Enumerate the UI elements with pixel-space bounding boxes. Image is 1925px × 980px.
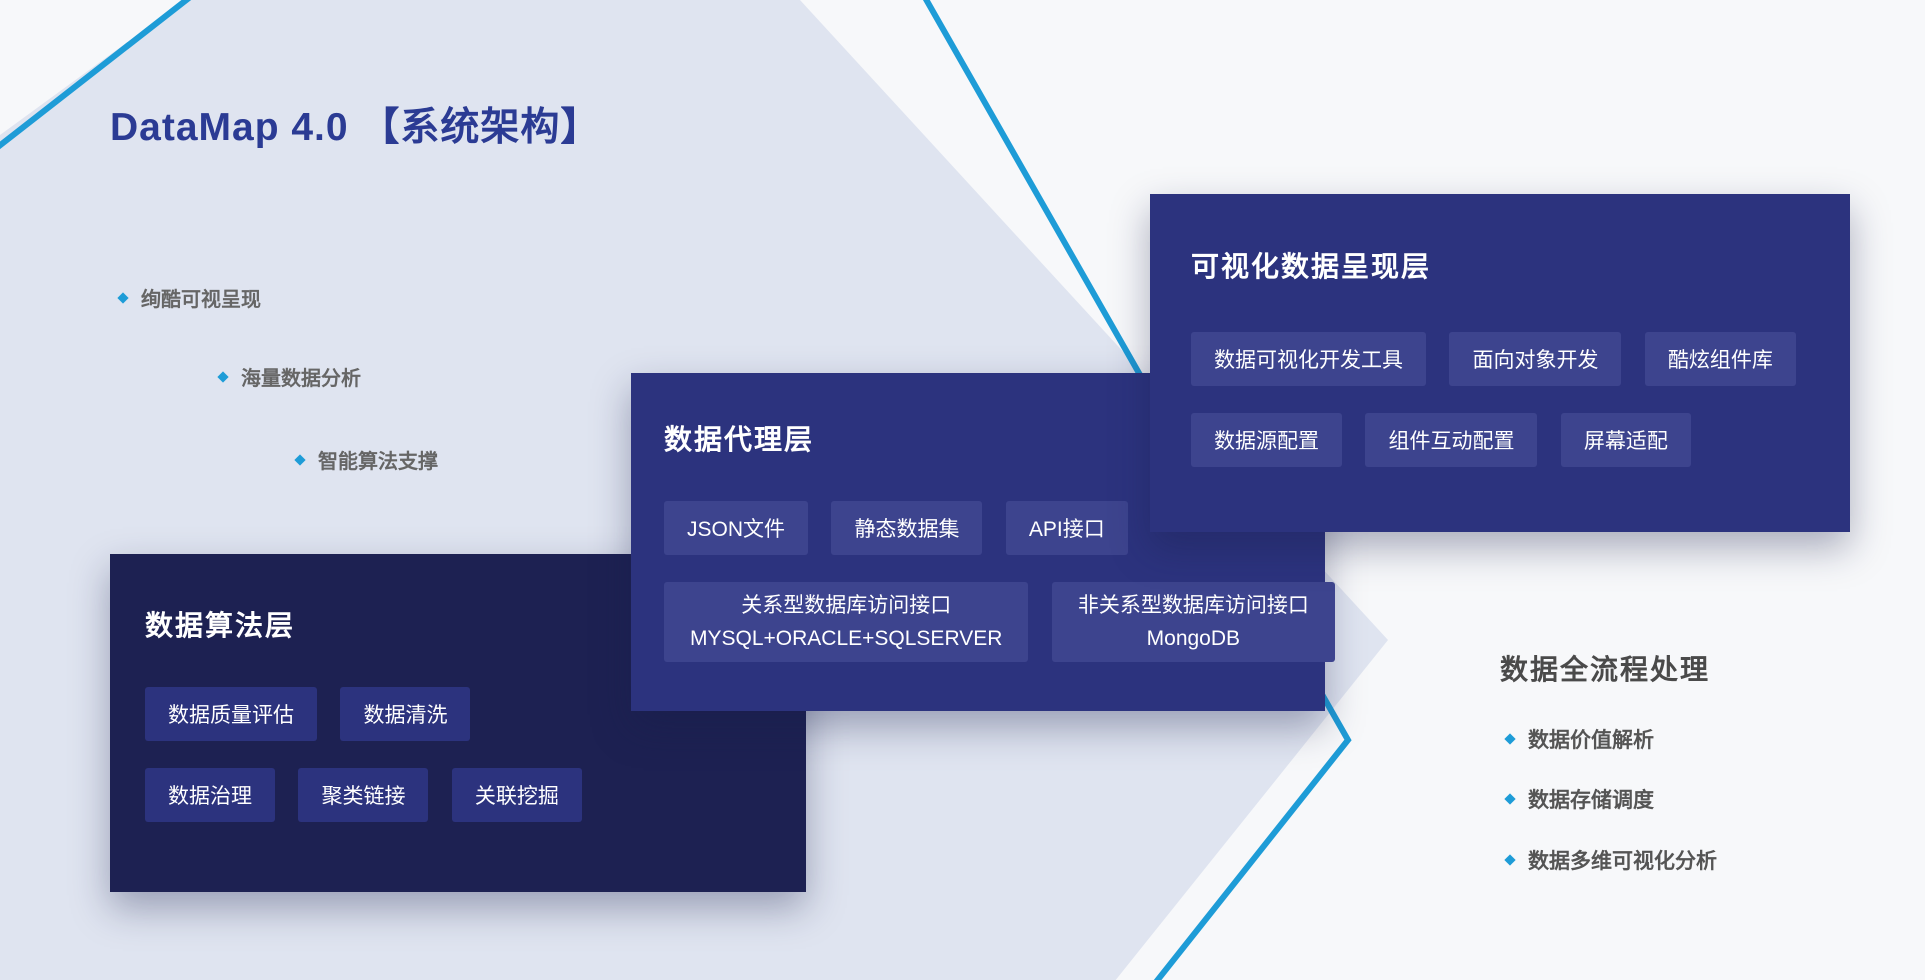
diagonal-accent-line xyxy=(922,0,1352,980)
feature-item-bigdata: 海量数据分析 xyxy=(217,362,361,391)
diamond-bullet-icon xyxy=(1504,733,1516,745)
process-item-label: 数据价值解析 xyxy=(1528,729,1654,752)
diamond-bullet-icon xyxy=(1504,854,1516,866)
chip: 屏幕适配 xyxy=(1560,413,1691,467)
chip: 数据质量评估 xyxy=(145,687,317,741)
chip: 关联挖掘 xyxy=(451,768,582,822)
chip: 聚类链接 xyxy=(298,768,429,822)
chip: 数据可视化开发工具 xyxy=(1191,332,1426,386)
chip-line: 关系型数据库访问接口 xyxy=(741,594,952,617)
chip: 面向对象开发 xyxy=(1449,332,1622,386)
chip-row: 关系型数据库访问接口 MYSQL+ORACLE+SQLSERVER 非关系型数据… xyxy=(664,582,1335,662)
panel-proxy-title: 数据代理层 xyxy=(664,424,815,455)
chip: 数据治理 xyxy=(145,768,275,822)
process-item-multidim: 数据多维可视化分析 xyxy=(1504,845,1717,875)
process-section-title: 数据全流程处理 xyxy=(1500,654,1711,685)
chip-row: 数据可视化开发工具 面向对象开发 酷炫组件库 xyxy=(1191,332,1850,386)
feature-label: 智能算法支撑 xyxy=(318,451,438,473)
chip: JSON文件 xyxy=(664,501,809,555)
feature-label: 海量数据分析 xyxy=(241,368,361,390)
chip-relational-db: 关系型数据库访问接口 MYSQL+ORACLE+SQLSERVER xyxy=(664,582,1029,662)
page-title: DataMap 4.0 【系统架构】 xyxy=(110,106,601,149)
process-item-label: 数据存储调度 xyxy=(1528,789,1654,812)
chip: 数据源配置 xyxy=(1191,413,1342,467)
process-item-label: 数据多维可视化分析 xyxy=(1528,850,1717,873)
feature-item-visual: 绚酷可视呈现 xyxy=(117,283,261,312)
panel-algorithm-chips: 数据质量评估 数据清洗 数据治理 聚类链接 关联挖掘 xyxy=(145,687,806,822)
corner-accent-line xyxy=(0,0,192,150)
panel-presentation-layer: 可视化数据呈现层 数据可视化开发工具 面向对象开发 酷炫组件库 数据源配置 组件… xyxy=(1150,194,1850,532)
feature-item-algorithm: 智能算法支撑 xyxy=(294,445,438,474)
chip-row: 数据质量评估 数据清洗 xyxy=(145,687,806,741)
chip-line: MYSQL+ORACLE+SQLSERVER xyxy=(690,627,1003,650)
chip: 酷炫组件库 xyxy=(1644,332,1796,386)
diamond-bullet-icon xyxy=(294,453,306,466)
chip-nonrelational-db: 非关系型数据库访问接口 MongoDB xyxy=(1051,582,1335,662)
chip-row: 数据源配置 组件互动配置 屏幕适配 xyxy=(1191,413,1850,467)
panel-presentation-title: 可视化数据呈现层 xyxy=(1191,251,1432,282)
chip: 静态数据集 xyxy=(831,501,983,555)
chip: 组件互动配置 xyxy=(1365,413,1538,467)
diamond-bullet-icon xyxy=(1504,793,1516,805)
chip-row: JSON文件 静态数据集 API接口 xyxy=(664,501,1325,555)
panel-proxy-chips: JSON文件 静态数据集 API接口 关系型数据库访问接口 MYSQL+ORAC… xyxy=(664,501,1335,662)
panel-algorithm-title: 数据算法层 xyxy=(145,610,296,641)
chip: 数据清洗 xyxy=(340,687,471,741)
chip-line: MongoDB xyxy=(1146,627,1241,650)
panel-presentation-chips: 数据可视化开发工具 面向对象开发 酷炫组件库 数据源配置 组件互动配置 屏幕适配 xyxy=(1191,332,1850,467)
process-item-value: 数据价值解析 xyxy=(1504,724,1654,754)
feature-label: 绚酷可视呈现 xyxy=(141,289,261,311)
chip-row: 数据治理 聚类链接 关联挖掘 xyxy=(145,768,806,822)
diamond-bullet-icon xyxy=(217,370,229,383)
process-item-storage: 数据存储调度 xyxy=(1504,784,1654,814)
chip: API接口 xyxy=(1005,501,1128,555)
diamond-bullet-icon xyxy=(117,291,129,304)
chip-line: 非关系型数据库访问接口 xyxy=(1077,594,1309,617)
